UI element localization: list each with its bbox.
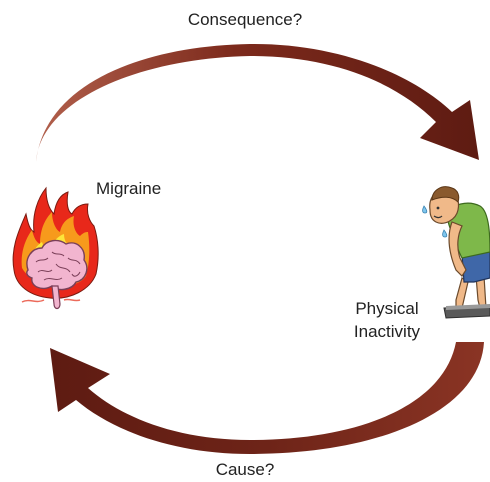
migraine-label: Migraine	[96, 177, 161, 200]
arrow-cause	[50, 342, 484, 454]
tired-man-icon	[423, 187, 490, 318]
arrow-consequence	[36, 44, 479, 162]
cause-label: Cause?	[0, 458, 490, 481]
physical-label-line: Physical	[346, 297, 428, 320]
physical-inactivity-label: Physical Inactivity	[346, 297, 428, 343]
inactivity-label-line: Inactivity	[346, 320, 428, 343]
consequence-label: Consequence?	[0, 8, 490, 31]
burning-brain-icon	[13, 188, 98, 309]
